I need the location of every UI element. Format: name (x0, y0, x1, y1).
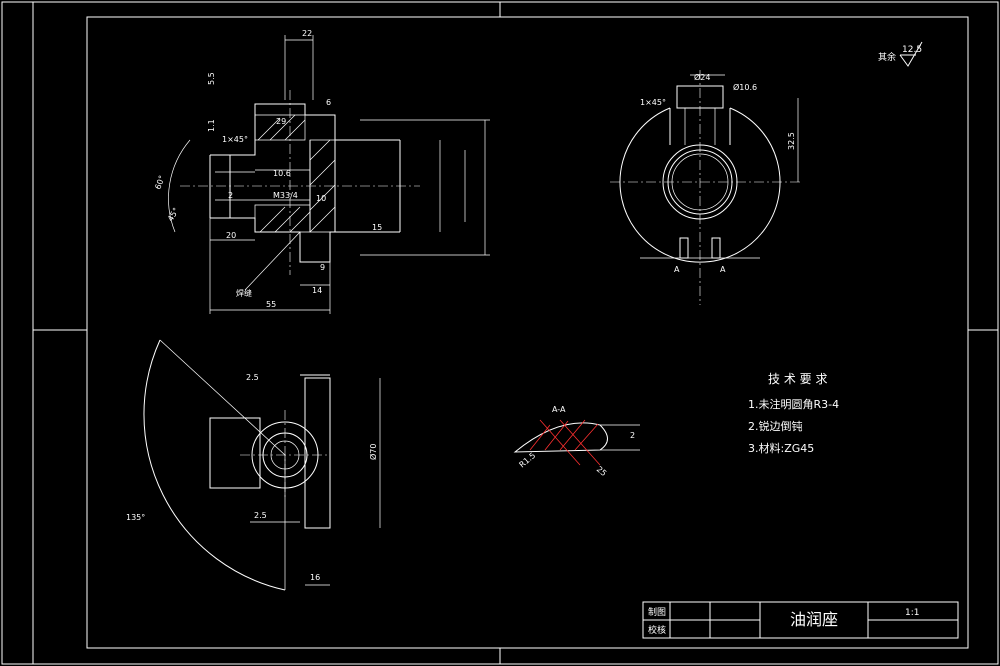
roughness-symbol: 其余 12.5 (878, 41, 923, 67)
svg-text:校核: 校核 (648, 624, 666, 636)
svg-text:1:1: 1:1 (905, 608, 919, 618)
hatch-front (254, 114, 336, 233)
svg-text:15: 15 (372, 223, 382, 232)
svg-text:M33/4: M33/4 (273, 191, 298, 200)
svg-text:2: 2 (630, 431, 635, 440)
svg-text:55: 55 (266, 300, 276, 309)
svg-text:Ø10.6: Ø10.6 (733, 82, 757, 92)
svg-text:10: 10 (316, 194, 326, 203)
svg-text:22: 22 (302, 29, 312, 38)
svg-text:焊缝: 焊缝 (236, 288, 252, 298)
svg-text:R1.5: R1.5 (518, 451, 538, 470)
bottom-view: Ø70 2.5 2.5 135° 16 (126, 339, 381, 591)
svg-text:A: A (674, 265, 680, 274)
svg-text:60°: 60° (153, 174, 166, 190)
side-view: Ø24 Ø10.6 1×45° 32.5 A A (610, 70, 800, 305)
svg-text:油润座: 油润座 (790, 610, 838, 629)
svg-text:A-A: A-A (552, 405, 566, 414)
svg-text:45°: 45° (166, 206, 181, 223)
svg-text:20: 20 (226, 231, 236, 240)
svg-text:Ø70: Ø70 (368, 444, 378, 460)
svg-text:16: 16 (310, 573, 320, 582)
svg-text:制图: 制图 (648, 606, 666, 618)
svg-text:3.材料:ZG45: 3.材料:ZG45 (748, 441, 814, 455)
svg-text:10.6: 10.6 (273, 169, 291, 178)
svg-text:2.5: 2.5 (246, 373, 259, 382)
svg-text:25: 25 (595, 465, 609, 478)
svg-text:2: 2 (228, 191, 233, 200)
svg-text:135°: 135° (126, 513, 145, 522)
svg-text:其余: 其余 (878, 51, 896, 63)
front-view: 22 5.5 1.1 29 6 10.6 1×45° M33/4 20 10 1… (153, 29, 490, 314)
svg-text:Ø24: Ø24 (694, 72, 710, 82)
svg-text:12.5: 12.5 (902, 45, 922, 55)
svg-text:1.1: 1.1 (207, 119, 216, 132)
svg-text:9: 9 (320, 263, 325, 272)
svg-text:29: 29 (276, 117, 286, 126)
section-view: A-A 2 R1.5 25 (513, 405, 640, 478)
svg-text:1.未注明圆角R3-4: 1.未注明圆角R3-4 (748, 397, 839, 411)
svg-text:5.5: 5.5 (207, 72, 216, 85)
svg-text:1×45°: 1×45° (222, 135, 248, 144)
svg-text:2.5: 2.5 (254, 511, 267, 520)
svg-text:32.5: 32.5 (787, 132, 796, 150)
svg-text:技 术 要 求: 技 术 要 求 (768, 372, 827, 386)
svg-text:2.锐边倒钝: 2.锐边倒钝 (748, 419, 803, 433)
svg-text:6: 6 (326, 98, 331, 107)
svg-text:A: A (720, 265, 726, 274)
svg-text:1×45°: 1×45° (640, 98, 666, 107)
technical-notes: 技 术 要 求 1.未注明圆角R3-4 2.锐边倒钝 3.材料:ZG45 (748, 372, 839, 455)
svg-text:14: 14 (312, 286, 322, 295)
title-block: 制图 校核 油润座 1:1 (642, 601, 959, 639)
